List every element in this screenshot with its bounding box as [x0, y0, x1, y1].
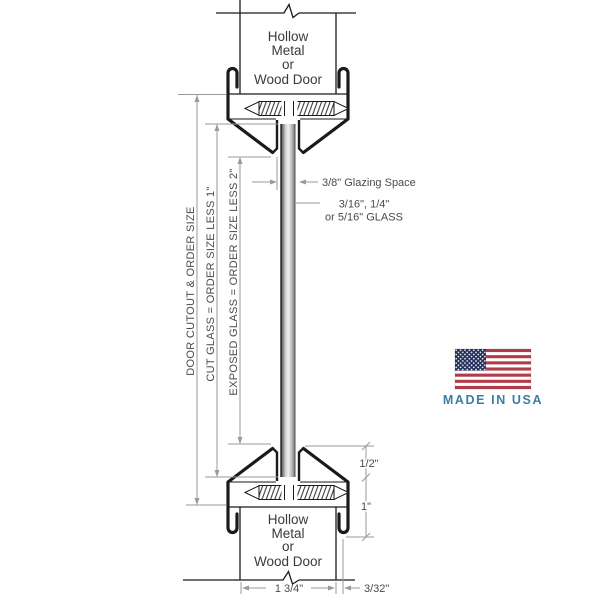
door-label-line: or: [282, 539, 295, 554]
door-label-line: Wood Door: [254, 72, 323, 87]
dim-label-one-inch: 1": [361, 501, 371, 513]
glazing-space-label: 3/8" Glazing Space: [322, 177, 416, 189]
door-label-line: Wood Door: [254, 554, 323, 569]
dim-label-cut-glass: CUT GLASS = ORDER SIZE LESS 1": [205, 186, 217, 381]
dim-label-door-thickness: 1 3/4": [275, 583, 303, 595]
bottom-dimension-lines: 1 3/4" 3/32": [240, 539, 389, 595]
door-label-line: Metal: [271, 526, 304, 541]
break-line-icon: [277, 569, 300, 585]
glazing-channel-left: [271, 120, 279, 154]
frame-hook-left: [226, 66, 275, 155]
glass-thickness-label-line1: 3/16", 1/4": [339, 199, 390, 211]
top-door-box: [216, 0, 356, 94]
bottom-door-box: [183, 507, 355, 585]
bottom-glazing-frame: [226, 446, 350, 535]
glazing-channel-left: [271, 447, 279, 481]
dim-label-door-cutout: DOOR CUTOUT & ORDER SIZE: [185, 206, 197, 375]
door-label-line: Hollow: [268, 512, 309, 527]
flag-stars: [455, 349, 486, 371]
glass-thickness-label-line2: or 5/16" GLASS: [325, 212, 403, 224]
top-glazing-frame: [226, 66, 350, 155]
frame-hook-right: [301, 446, 350, 535]
glazing-channel-right: [297, 447, 305, 481]
glazing-channel-right: [297, 120, 305, 154]
dim-label-exposed-glass: EXPOSED GLASS = ORDER SIZE LESS 2": [228, 168, 240, 395]
us-flag: [454, 348, 532, 390]
frame-hook-left: [226, 446, 275, 535]
right-dimension-lines: 1/2" 1": [305, 441, 380, 542]
left-dimension-lines: DOOR CUTOUT & ORDER SIZE CUT GLASS = ORD…: [178, 94, 278, 506]
bottom-screw-icon: [243, 484, 350, 501]
door-label-line: Metal: [271, 43, 304, 58]
door-label-line: or: [282, 57, 295, 72]
glass-panel: [280, 124, 296, 477]
top-door-label: Hollow Metal or Wood Door: [254, 29, 323, 87]
bottom-door-label: Hollow Metal or Wood Door: [254, 512, 323, 569]
dim-label-half-inch: 1/2": [359, 458, 378, 470]
dim-label-frame-offset: 3/32": [364, 583, 389, 595]
top-screw-icon: [243, 100, 350, 117]
glazing-annotations: 3/8" Glazing Space 3/16", 1/4" or 5/16" …: [252, 157, 416, 224]
door-label-line: Hollow: [268, 29, 309, 44]
made-in-usa-label: MADE IN USA: [443, 393, 543, 407]
frame-hook-right: [301, 66, 350, 155]
flag-stripes: [455, 349, 531, 389]
break-line-icon: [278, 2, 300, 19]
